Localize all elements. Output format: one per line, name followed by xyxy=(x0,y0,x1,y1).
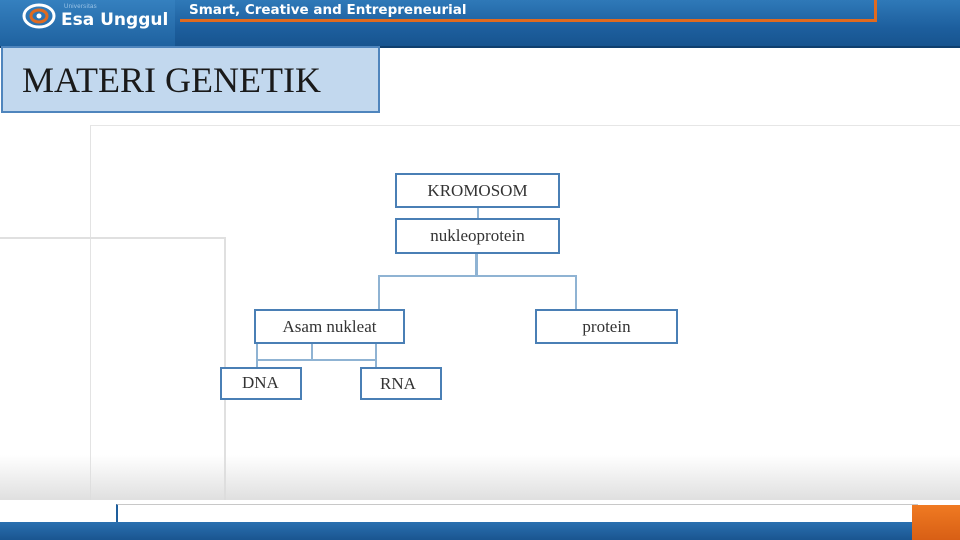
node-asam-nukleat-label: Asam nukleat xyxy=(282,316,377,336)
connector-to-asam-nukleat xyxy=(378,275,380,310)
connector-level2-horizontal xyxy=(378,275,577,277)
footer-orange-block xyxy=(912,505,960,540)
connector-level3-horizontal xyxy=(256,359,377,361)
brand-area: Universitas Esa Unggul xyxy=(0,0,175,46)
node-dna: DNA xyxy=(220,367,302,400)
footer-bar xyxy=(0,500,960,540)
header-accent-edge xyxy=(874,0,877,22)
connector-to-protein xyxy=(575,275,577,310)
connector-level3-horizontal-left xyxy=(256,342,258,368)
title-box: MATERI GENETIK xyxy=(1,46,380,113)
logo-icon xyxy=(22,3,56,29)
node-kromosom: KROMOSOM xyxy=(395,173,560,208)
connector-to-dna xyxy=(256,359,258,368)
connector-asam-nukleat-trunk xyxy=(311,342,313,360)
footer-blue-band xyxy=(0,522,912,540)
node-nukleoprotein: nukleoprotein xyxy=(395,218,560,254)
node-kromosom-label: KROMOSOM xyxy=(427,180,528,200)
connector-to-rna xyxy=(375,342,377,368)
logo-name: Esa Unggul xyxy=(61,10,169,30)
node-dna-label: DNA xyxy=(242,373,279,392)
logo-subtext: Universitas xyxy=(64,4,97,10)
node-rna-label: RNA xyxy=(380,373,416,393)
header-bar: Universitas Esa Unggul Smart, Creative a… xyxy=(0,0,960,48)
node-rna: RNA xyxy=(360,367,442,400)
bottom-shade xyxy=(0,455,960,505)
connector-nukleoprotein-trunk xyxy=(475,253,478,276)
node-protein-label: protein xyxy=(582,316,631,336)
connector-kromosom-nukleoprotein xyxy=(477,207,479,219)
node-nukleoprotein-label: nukleoprotein xyxy=(430,226,525,245)
page-title: MATERI GENETIK xyxy=(22,60,321,100)
footer-frame xyxy=(116,504,918,523)
tagline: Smart, Creative and Entrepreneurial xyxy=(189,2,467,18)
node-protein: protein xyxy=(535,309,678,344)
node-asam-nukleat: Asam nukleat xyxy=(254,309,405,344)
header-accent-bar xyxy=(180,19,875,22)
